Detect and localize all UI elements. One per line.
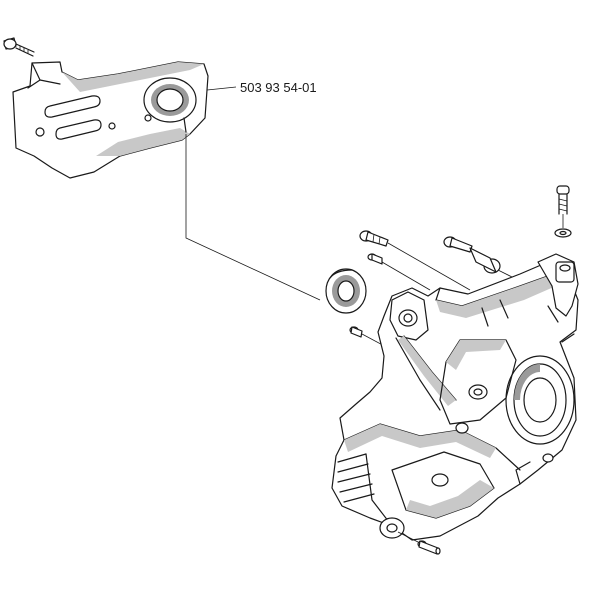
assembly-line xyxy=(185,134,321,301)
oil-seal xyxy=(325,268,367,314)
dowel-pin-upper xyxy=(367,253,431,291)
case-screw-upper xyxy=(359,230,471,291)
chain-guard-cover xyxy=(12,61,209,179)
stud-bolt xyxy=(443,236,519,281)
cover-screw xyxy=(3,37,35,57)
part-number-callout: 503 93 54-01 xyxy=(240,80,317,95)
adjuster-screw xyxy=(554,185,572,238)
dowel-pin-lower xyxy=(397,531,441,555)
crankcase xyxy=(331,253,579,541)
